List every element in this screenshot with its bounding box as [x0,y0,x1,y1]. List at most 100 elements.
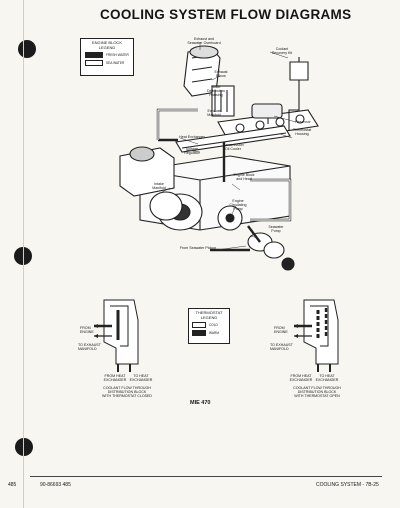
legend-fresh-water-row: FRESH WATER [85,52,129,59]
binder-hole-top [18,40,36,58]
legend-cold-row: COLD [192,322,226,329]
fresh-water-swatch [85,52,103,59]
label-intake-manifold-2: Manifold [152,186,166,191]
label-voltage-regulator-2: Regulator [184,151,200,156]
right-from-heat-1: FROM HEAT [290,374,312,378]
thermostat-legend-title-2: LEGEND [200,314,218,320]
label-exhaust-overboard-1: Exhaust and [194,37,214,41]
left-to-exhaust: TO EXHAUST MANIFOLD [78,343,114,351]
label-engine-block: Engine Block and Head [227,173,261,181]
label-intake-manifold-1: Intake [154,182,164,186]
left-caption: COOLANT FLOW THROUGH DISTRIBUTION BLOCK … [92,386,162,399]
detail-thermostat-closed [94,299,139,372]
label-water-dist-3: Housing [209,93,223,98]
label-engine-pump-1: Engine [232,199,244,203]
left-caption-2: DISTRIBUTION BLOCK [107,390,147,395]
label-exhaust-manifold-2: Manifold [207,113,221,118]
right-to-heat: TO HEAT EXCHANGER [312,374,342,382]
right-from-heat: FROM HEAT EXCHANGER [286,374,316,382]
page-title: COOLING SYSTEM FLOW DIAGRAMS [100,7,352,22]
label-exhaust-elbow-1: Exhaust [214,70,228,74]
label-water-distribution: Water Distribution Housing [200,85,232,98]
engine-block-legend: ENGINE BLOCK LEGEND FRESH WATER SEA WATE… [80,38,134,76]
left-to-heat-1: TO HEAT [133,374,149,378]
right-to-exhaust-1: TO EXHAUST [270,343,293,347]
left-caption-1: COOLANT FLOW THROUGH [103,386,151,390]
engine-legend-title-2: LEGEND [98,44,116,50]
figure-id: MIE 470 [190,400,211,406]
label-exhaust-overboard: Exhaust and Seawater Overboard [178,37,230,45]
label-engine-block-1: Engine Block [233,173,255,177]
right-caption-2: DISTRIBUTION BLOCK [297,390,337,395]
label-exhaust-overboard-2: Seawater Overboard [187,41,221,46]
right-to-exhaust: TO EXHAUST MANIFOLD [270,343,306,351]
label-intake-manifold: Intake Manifold [146,182,172,190]
label-thermostat-housing: Thermostat Housing [285,128,319,136]
label-heat-exchanger: Heat Exchanger [179,135,205,139]
right-caption: COOLANT FLOW THROUGH DISTRIBUTION BLOCK … [282,386,352,399]
sea-water-label: SEA WATER [106,61,125,66]
label-trans-oil-cooler-2: Oil Cooler [225,147,241,152]
thermostat-legend: THERMOSTAT LEGEND COLD WARM [188,308,230,344]
left-from-heat-1: FROM HEAT [104,374,126,378]
right-caption-1: COOLANT FLOW THROUGH [293,386,341,390]
label-engine-block-2: and Head [236,177,252,182]
label-coolant-recovery: Coolant Recovery Kit [262,47,302,55]
detail-thermostat-open [294,299,339,372]
right-from-engine-1: FROM [274,326,285,330]
left-caption-3: WITH THERMOSTAT CLOSED [101,394,153,399]
right-caption-3: WITH THERMOSTAT OPEN [294,394,340,399]
label-coolant-recovery-1: Coolant [275,47,289,51]
left-from-engine: FROM ENGINE [80,326,104,334]
label-from-pickup: From Seawater Pickup [179,246,217,250]
left-to-heat-2: EXCHANGER [129,378,153,383]
label-trans-oil-cooler: Transmission Oil Cooler [216,143,250,151]
label-exhaust-manifold: Exhaust Manifold [200,109,228,117]
label-seawater-pump-1: Seawater [268,225,284,229]
sea-water-swatch [85,60,103,67]
label-reservoir: Reservoir [295,120,311,124]
thermostat-legend-title-1: THERMOSTAT [195,310,223,315]
footer-left-number: 485 [8,482,17,488]
cold-swatch [192,322,206,329]
label-engine-pump-2: Circulating [229,203,247,208]
right-to-heat-2: EXCHANGER [315,378,339,383]
label-engine-pump-3: Pump [233,207,243,212]
right-to-heat-1: TO HEAT [319,374,335,378]
label-exhaust-manifold-1: Exhaust [207,109,221,113]
label-water-dist-1: Water [211,85,221,89]
label-seawater-pump: Seawater Pump [262,225,290,233]
label-trans-oil-cooler-1: Transmission [222,143,244,147]
footer-right: COOLING SYSTEM - 7B-25 [316,482,379,488]
warm-swatch [192,330,206,337]
label-engine-pump: Engine Circulating Pump [223,199,253,212]
label-thermostat-housing-2: Housing [295,132,309,137]
left-to-exhaust-1: TO EXHAUST [78,343,101,347]
binder-hole-bottom [15,438,33,456]
label-exhaust-elbow: Exhaust Elbow [207,70,235,78]
label-voltage-regulator: Voltage Regulator [178,147,206,155]
engine-cooling-diagram [119,42,319,271]
label-exhaust-elbow-2: Elbow [216,74,226,79]
left-from-engine-2: ENGINE [80,330,94,335]
label-seawater-pump-2: Pump [271,229,281,234]
footer-rule [30,476,382,477]
warm-label: WARM [209,331,219,336]
left-from-heat-2: EXCHANGER [103,378,127,383]
left-from-engine-1: FROM [80,326,91,330]
page-edge-line [23,0,24,508]
label-coolant-recovery-2: Recovery Kit [271,51,293,56]
engine-legend-title-1: ENGINE BLOCK [91,40,122,45]
right-from-heat-2: EXCHANGER [289,378,313,383]
legend-sea-water-row: SEA WATER [85,60,129,67]
right-to-exhaust-2: MANIFOLD [270,347,289,352]
cold-label: COLD [209,323,218,328]
right-from-engine-2: ENGINE [274,330,288,335]
left-to-exhaust-2: MANIFOLD [78,347,97,352]
right-from-engine: FROM ENGINE [274,326,298,334]
label-voltage-regulator-1: Voltage [186,147,198,151]
left-to-heat: TO HEAT EXCHANGER [126,374,156,382]
fresh-water-label: FRESH WATER [106,53,129,58]
left-from-heat: FROM HEAT EXCHANGER [100,374,130,382]
legend-warm-row: WARM [192,330,226,337]
